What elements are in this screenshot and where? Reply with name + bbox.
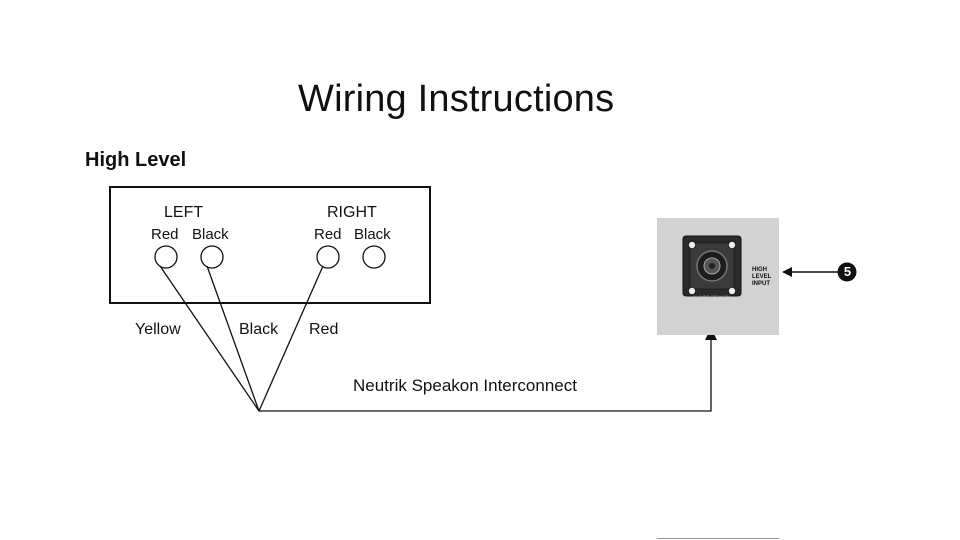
wire-red bbox=[258, 265, 324, 412]
panel-bottom-rule bbox=[657, 538, 779, 539]
wire-black-label: Black bbox=[239, 321, 279, 338]
right-channel-heading: RIGHT bbox=[327, 204, 377, 221]
terminal-right-black bbox=[362, 245, 386, 269]
mount-screw-bottom-right bbox=[728, 287, 736, 295]
callout-badge bbox=[837, 262, 857, 282]
terminal-right-red bbox=[316, 245, 340, 269]
right-black-label: Black bbox=[354, 226, 391, 243]
input-label-line-2: LEVEL bbox=[752, 274, 772, 280]
callout-number: 5 bbox=[843, 264, 852, 279]
speakon-pin bbox=[709, 263, 715, 269]
mount-screw-bottom-left bbox=[688, 287, 696, 295]
connector-model-text: NL4MPR-SPEAKON bbox=[693, 294, 730, 299]
terminal-left-black bbox=[200, 245, 224, 269]
interconnect-label: Neutrik Speakon Interconnect bbox=[353, 376, 577, 395]
mount-screw-top-left bbox=[688, 241, 696, 249]
page-title: Wiring Instructions bbox=[298, 78, 615, 120]
wire-black bbox=[206, 265, 260, 412]
input-label-line-3: INPUT bbox=[752, 281, 770, 287]
left-channel-heading: LEFT bbox=[164, 204, 204, 221]
interconnect-cable bbox=[259, 338, 712, 412]
input-label-line-1: HIGH bbox=[752, 267, 767, 273]
mount-screw-top-right bbox=[728, 241, 736, 249]
section-heading: High Level bbox=[85, 149, 187, 171]
left-black-label: Black bbox=[192, 226, 229, 243]
left-red-label: Red bbox=[151, 226, 179, 243]
terminal-left-red bbox=[154, 245, 178, 269]
right-red-label: Red bbox=[314, 226, 342, 243]
high-level-input-label: HIGH LEVEL INPUT bbox=[752, 267, 771, 288]
wire-red-label: Red bbox=[309, 321, 339, 338]
terminal-block-box bbox=[109, 186, 431, 304]
wire-yellow bbox=[159, 265, 260, 412]
wire-yellow-label: Yellow bbox=[135, 321, 181, 338]
callout-arrowhead bbox=[782, 267, 792, 277]
